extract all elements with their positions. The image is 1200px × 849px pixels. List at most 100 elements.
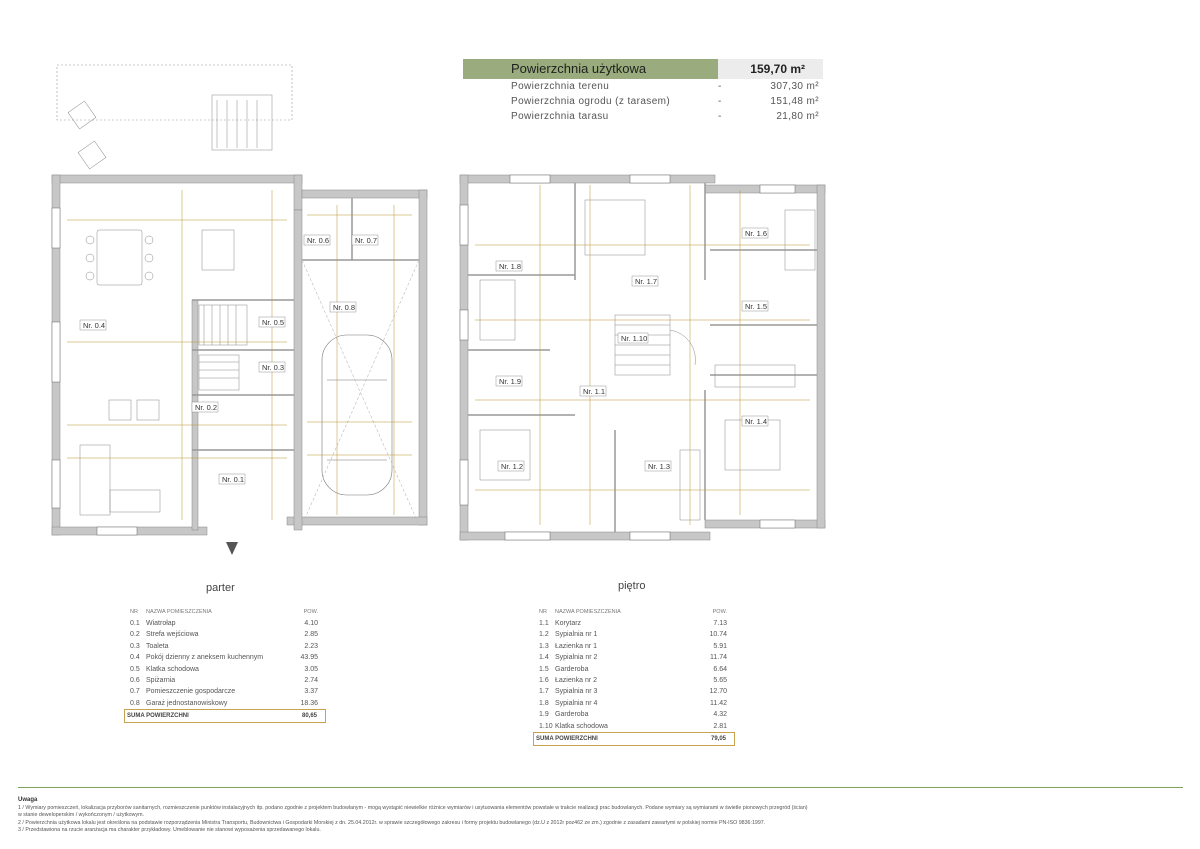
footer-divider: [18, 787, 1183, 788]
total-value: 79,05: [710, 735, 726, 742]
table-cell-nr: 0.5: [130, 665, 140, 673]
table-cell-name: Sypialnia nr 1: [555, 631, 598, 639]
table-cell-area: 4.10: [304, 620, 318, 627]
room-label-0-3: Nr. 0.3: [262, 363, 284, 372]
table-cell-area: 2.74: [304, 676, 318, 684]
table-cell-area: 10.74: [709, 631, 727, 639]
room-label-0-2: Nr. 0.2: [195, 403, 217, 412]
table-cell-name: Spiżarnia: [146, 676, 176, 684]
usable-area-header: Powierzchnia użytkowa 159,70 m²: [463, 59, 823, 79]
table-cell-name: Wiatrołap: [146, 620, 176, 627]
table-header-area: POW.: [303, 609, 318, 615]
table-cell-nr: 1.10: [539, 722, 553, 730]
table-row: 0.6 Spiżarnia 2.74: [124, 675, 326, 686]
table-total-row: SUMA POWIERZCHNI 79,05: [533, 731, 735, 746]
table-cell-name: Strefa wejściowa: [146, 631, 199, 639]
room-label-1-10: Nr. 1.10: [621, 334, 647, 343]
table-header-nr: NR: [130, 609, 138, 615]
total-label: SUMA POWIERZCHNI: [536, 735, 598, 742]
table-row: 1.1 Korytarz 7.13: [533, 618, 735, 629]
table-cell-area: 3.37: [304, 688, 318, 696]
table-header: NR NAZWA POMIESZCZENIA POW.: [124, 606, 326, 618]
table-cell-area: 5.65: [713, 676, 727, 684]
table-cell-area: 5.91: [713, 642, 727, 650]
table-cell-area: 3.05: [304, 665, 318, 673]
room-label-1-9: Nr. 1.9: [499, 377, 521, 386]
summary-row-name: Powierzchnia terenu: [511, 81, 610, 92]
table-cell-nr: 1.1: [539, 620, 549, 627]
table-cell-name: Sypialnia nr 2: [555, 654, 598, 662]
table-header-name: NAZWA POMIESZCZENIA: [146, 609, 212, 615]
table-cell-name: Pokój dzienny z aneksem kuchennym: [146, 654, 264, 662]
total-value: 80,65: [301, 713, 317, 720]
summary-row-dash: -: [718, 81, 722, 92]
table-cell-nr: 0.3: [130, 642, 140, 650]
table-cell-area: 2.81: [713, 722, 727, 730]
summary-row: Powierzchnia terenu - 307,30 m²: [463, 79, 823, 94]
table-cell-name: Garaż jednostanowiskowy: [146, 699, 228, 707]
table-cell-nr: 1.8: [539, 699, 549, 707]
table-cell-nr: 1.9: [539, 711, 549, 719]
table-cell-area: 2.23: [304, 642, 318, 650]
table-cell-nr: 0.2: [130, 631, 140, 639]
room-label-1-5: Nr. 1.5: [745, 302, 767, 311]
table-cell-area: 18.36: [300, 699, 318, 707]
table-header-nr: NR: [539, 609, 547, 615]
ground-floor-room-table: NR NAZWA POMIESZCZENIA POW. 0.1 Wiatrołap 4.1…: [124, 606, 326, 724]
table-cell-nr: 1.3: [539, 642, 549, 650]
usable-area-value: 159,70 m²: [718, 59, 823, 79]
table-cell-name: Garderoba: [555, 711, 589, 719]
usable-area-label: Powierzchnia użytkowa: [463, 59, 718, 79]
summary-row-value: 307,30 m²: [770, 81, 819, 92]
table-row: 0.1 Wiatrołap 4.10: [124, 618, 326, 629]
room-label-1-6: Nr. 1.6: [745, 229, 767, 238]
table-cell-name: Klatka schodowa: [146, 665, 199, 673]
table-cell-name: Klatka schodowa: [555, 722, 608, 730]
summary-row-value: 21,80 m²: [776, 111, 819, 122]
table-row: 0.3 Toaleta 2.23: [124, 641, 326, 652]
room-label-1-7: Nr. 1.7: [635, 277, 657, 286]
footer-notes: Uwaga 1 / Wymiary pomieszczeń, lokalizac…: [18, 797, 1188, 835]
table-row: 0.5 Klatka schodowa 3.05: [124, 664, 326, 675]
table-cell-area: 43.95: [300, 654, 318, 662]
room-label-0-1: Nr. 0.1: [222, 475, 244, 484]
table-cell-name: Toaleta: [146, 642, 169, 650]
table-cell-name: Garderoba: [555, 665, 589, 673]
table-cell-area: 7.13: [713, 620, 727, 627]
room-label-0-6: Nr. 0.6: [307, 236, 329, 245]
table-row: 1.9 Garderoba 4.32: [533, 709, 735, 720]
table-cell-nr: 1.6: [539, 676, 549, 684]
table-cell-nr: 0.6: [130, 676, 140, 684]
table-cell-name: Korytarz: [555, 620, 582, 627]
table-cell-area: 2.85: [304, 631, 318, 639]
area-summary: Powierzchnia użytkowa 159,70 m² Powierzc…: [463, 59, 823, 124]
ground-floor-plan: Nr. 0.1 Nr. 0.2 Nr. 0.3 Nr. 0.4 Nr. 0.5 …: [51, 64, 428, 555]
table-cell-area: 4.32: [713, 711, 727, 719]
summary-row-name: Powierzchnia tarasu: [511, 111, 609, 122]
table-row: 0.2 Strefa wejściowa 2.85: [124, 629, 326, 640]
table-row: 1.6 Łazienka nr 2 5.65: [533, 675, 735, 686]
table-cell-nr: 1.4: [539, 654, 549, 662]
table-cell-name: Sypialnia nr 3: [555, 688, 598, 696]
table-cell-nr: 1.2: [539, 631, 549, 639]
room-label-1-1: Nr. 1.1: [583, 387, 605, 396]
table-cell-name: Łazienka nr 1: [555, 642, 598, 650]
table-cell-area: 12.70: [709, 688, 727, 696]
room-label-0-5: Nr. 0.5: [262, 318, 284, 327]
table-cell-nr: 0.4: [130, 654, 140, 662]
table-cell-area: 11.74: [710, 654, 727, 662]
table-cell-nr: 1.5: [539, 665, 549, 673]
note-line: 1 / Wymiary pomieszczeń, lokalizacja prz…: [18, 804, 808, 811]
table-cell-nr: 0.1: [130, 620, 140, 627]
table-row: 0.4 Pokój dzienny z aneksem kuchennym 43.9…: [124, 652, 326, 663]
notes-title: Uwaga: [18, 797, 38, 803]
note-line: w stanie deweloperskim / wykończonym / u…: [18, 812, 144, 819]
note-line: 3 / Przedstawiona na rzucie aranżacja ma…: [18, 827, 321, 834]
upper-floor-label: piętro: [618, 580, 646, 592]
summary-row: Powierzchnia tarasu-21,80 m²: [463, 109, 823, 124]
table-cell-name: Łazienka nr 2: [555, 676, 598, 684]
